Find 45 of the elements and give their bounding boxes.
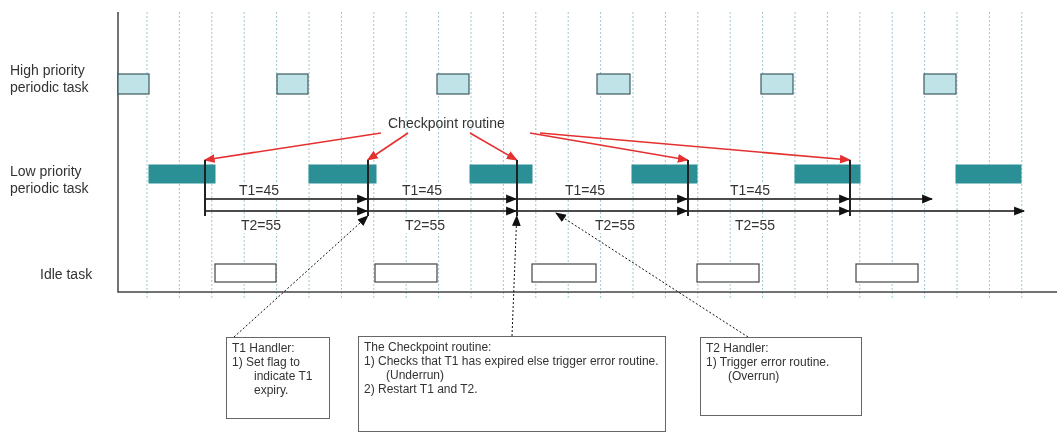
row-label: High priority periodic task — [10, 62, 90, 96]
row-label: Idle task — [40, 266, 94, 283]
callout-item: 1) Trigger error routine. (Overrun) — [706, 355, 831, 383]
edge-label: T1=45 — [399, 183, 445, 198]
timer-arrow — [204, 206, 369, 216]
row-label: Low priority periodic task — [10, 163, 90, 197]
pointer-arrow — [203, 132, 382, 163]
timer-arrow — [687, 194, 851, 204]
timer-arrow — [367, 206, 518, 216]
timer-arrow — [367, 194, 518, 204]
timer-arrow — [849, 194, 934, 204]
leader-line — [511, 214, 521, 337]
checkpoint-marker — [516, 160, 518, 216]
edge-label: T1=45 — [727, 183, 773, 198]
callout-item: 1) Checks that T1 has expired else trigger error routine. (Underrun) — [364, 354, 660, 382]
leader-line — [233, 215, 369, 338]
pointer-arrow — [539, 132, 851, 164]
callout-heading: The Checkpoint routine: — [364, 340, 493, 354]
callout-box — [226, 337, 330, 419]
timer-arrow — [687, 206, 851, 216]
pointer-arrow — [366, 132, 409, 161]
timer-arrow — [516, 206, 689, 216]
callout-heading: T2 Handler: — [706, 341, 770, 355]
leader-line — [555, 212, 749, 338]
callout-heading: T1 Handler: — [232, 341, 296, 355]
pointer-arrow — [529, 132, 689, 163]
callout-item: 1) Set flag to indicate T1 expiry. — [232, 355, 314, 397]
edge-label: T1=45 — [236, 183, 282, 198]
edge-label: T1=45 — [562, 183, 608, 198]
edge-label: T2=55 — [402, 218, 448, 233]
checkpoint-marker — [687, 160, 689, 216]
edge-label: T2=55 — [238, 218, 284, 233]
callout-item: 2) Restart T1 and T2. — [364, 382, 479, 396]
pointer-arrow — [469, 132, 518, 161]
callout-box — [358, 336, 666, 432]
checkpoint-marker — [367, 160, 369, 216]
checkpoint-marker — [204, 160, 206, 216]
timer-arrow — [849, 206, 1026, 216]
callout-box — [700, 337, 862, 416]
edge-label: T2=55 — [592, 218, 638, 233]
annotation-text: Checkpoint routine — [388, 113, 540, 133]
checkpoint-marker — [849, 160, 851, 216]
edge-label: T2=55 — [732, 218, 778, 233]
timer-arrow — [204, 194, 369, 204]
timer-arrow — [516, 194, 689, 204]
